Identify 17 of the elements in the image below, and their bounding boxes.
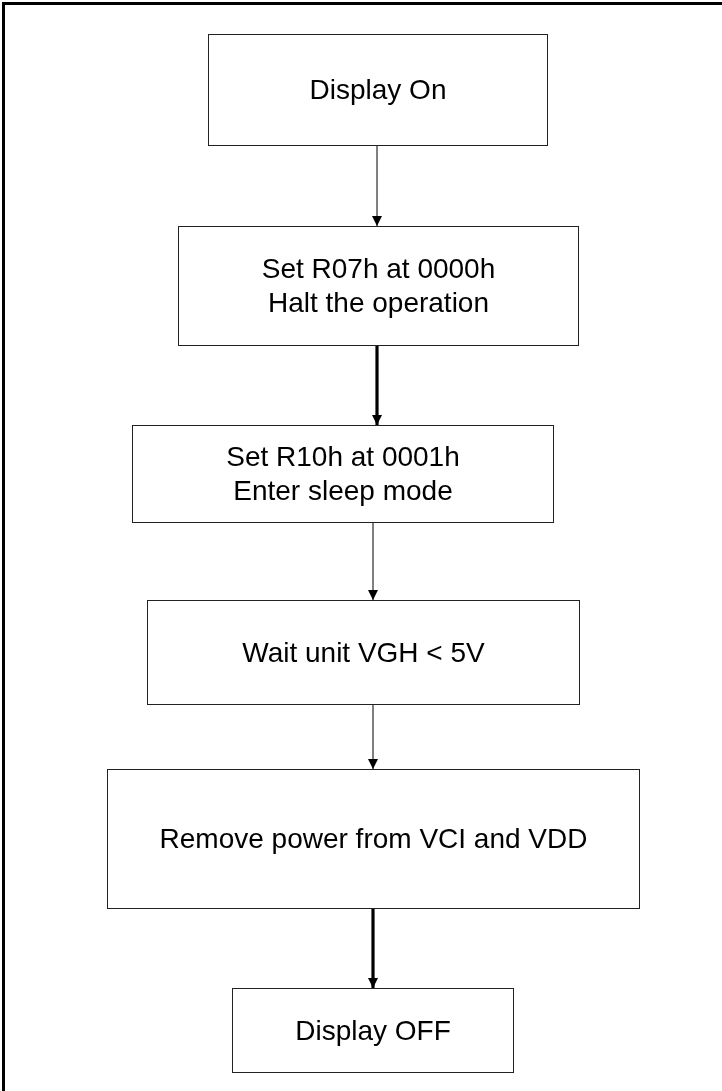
- step-label: Display On: [309, 73, 447, 107]
- process-box: [132, 425, 554, 523]
- process-box: [232, 988, 514, 1073]
- step-label: Remove power from VCI and VDD: [159, 822, 588, 856]
- step-label: Display OFF: [295, 1013, 451, 1048]
- process-box: [208, 34, 548, 146]
- arrow: [372, 346, 382, 425]
- arrow: [368, 704, 378, 770]
- step-label: Wait unit VGH < 5V: [242, 635, 485, 670]
- process-box: [147, 600, 580, 705]
- step-label: Set R10h at 0001h Enter sleep mode: [225, 440, 461, 508]
- arrow: [368, 522, 378, 601]
- arrow: [368, 909, 378, 988]
- process-box: [178, 226, 579, 346]
- step-label: Set R07h at 0000h Halt the operation: [260, 252, 497, 320]
- arrow: [372, 145, 382, 227]
- process-box: [107, 769, 640, 909]
